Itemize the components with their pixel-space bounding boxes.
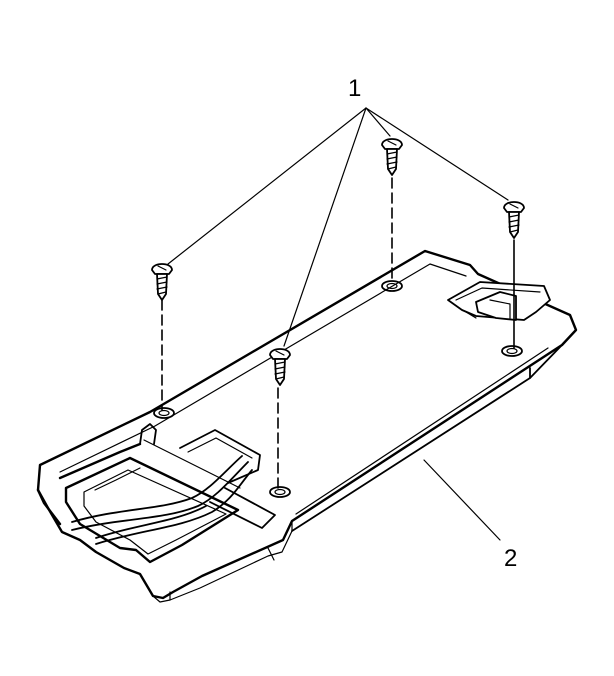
alignment-lines — [161, 177, 515, 490]
screw — [381, 138, 403, 176]
latch-bracket — [447, 281, 551, 321]
callout-1-label: 1 — [348, 75, 361, 102]
screw-holes — [153, 280, 523, 498]
screw — [151, 263, 173, 301]
console-base-plate — [36, 249, 578, 603]
screw — [269, 348, 291, 386]
screw — [503, 201, 525, 239]
callout-2-label: 2 — [504, 545, 517, 572]
leader-lines — [167, 107, 509, 541]
